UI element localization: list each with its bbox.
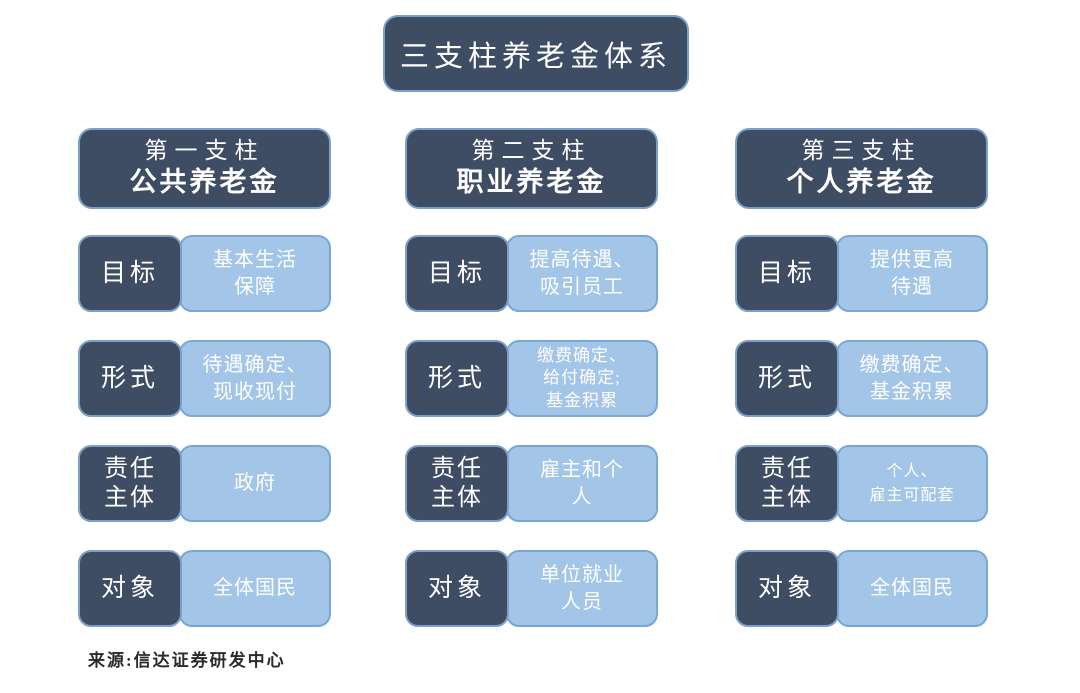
row-label-form: 形式 bbox=[405, 340, 509, 417]
pillar-2-header-line1: 第二支柱 bbox=[471, 138, 592, 164]
table-row: 形式 待遇确定、 现收现付 bbox=[78, 340, 331, 417]
pillar-3-header: 第三支柱 个人养老金 bbox=[735, 128, 988, 209]
table-row: 对象 全体国民 bbox=[78, 550, 331, 627]
row-value-goal: 基本生活 保障 bbox=[179, 235, 331, 312]
pillar-2-rows: 目标 提高待遇、 吸引员工 形式 缴费确定、 给付确定; 基金积累 责任 主体 … bbox=[405, 235, 658, 627]
table-row: 目标 提供更高 待遇 bbox=[735, 235, 988, 312]
table-row: 对象 全体国民 bbox=[735, 550, 988, 627]
row-value-responsible: 雇主和个 人 bbox=[506, 445, 658, 522]
pillar-column-2: 第二支柱 职业养老金 目标 提高待遇、 吸引员工 形式 缴费确定、 给付确定; … bbox=[405, 128, 658, 627]
row-label-responsible: 责任 主体 bbox=[735, 445, 839, 522]
table-row: 目标 基本生活 保障 bbox=[78, 235, 331, 312]
pillar-2-header: 第二支柱 职业养老金 bbox=[405, 128, 658, 209]
table-row: 形式 缴费确定、 给付确定; 基金积累 bbox=[405, 340, 658, 417]
pillar-1-header-line2: 公共养老金 bbox=[129, 167, 280, 197]
row-label-responsible: 责任 主体 bbox=[405, 445, 509, 522]
row-label-responsible: 责任 主体 bbox=[78, 445, 182, 522]
row-label-target: 对象 bbox=[735, 550, 839, 627]
row-value-goal: 提高待遇、 吸引员工 bbox=[506, 235, 658, 312]
row-value-target: 全体国民 bbox=[179, 550, 331, 627]
pillar-1-rows: 目标 基本生活 保障 形式 待遇确定、 现收现付 责任 主体 政府 对象 全体国… bbox=[78, 235, 331, 627]
pillar-3-header-line1: 第三支柱 bbox=[801, 138, 922, 164]
source-note: 来源:信达证券研发中心 bbox=[88, 651, 286, 670]
row-label-form: 形式 bbox=[735, 340, 839, 417]
table-row: 责任 主体 雇主和个 人 bbox=[405, 445, 658, 522]
pillar-column-1: 第一支柱 公共养老金 目标 基本生活 保障 形式 待遇确定、 现收现付 责任 主… bbox=[78, 128, 331, 627]
pillar-2-header-line2: 职业养老金 bbox=[456, 167, 607, 197]
row-label-goal: 目标 bbox=[405, 235, 509, 312]
row-value-form: 缴费确定、 给付确定; 基金积累 bbox=[506, 340, 658, 417]
pillar-1-header-line1: 第一支柱 bbox=[144, 138, 265, 164]
table-row: 责任 主体 个人、 雇主可配套 bbox=[735, 445, 988, 522]
row-label-form: 形式 bbox=[78, 340, 182, 417]
row-value-target: 单位就业 人员 bbox=[506, 550, 658, 627]
row-value-goal: 提供更高 待遇 bbox=[836, 235, 988, 312]
table-row: 形式 缴费确定、 基金积累 bbox=[735, 340, 988, 417]
row-value-form: 缴费确定、 基金积累 bbox=[836, 340, 988, 417]
row-label-goal: 目标 bbox=[735, 235, 839, 312]
table-row: 目标 提高待遇、 吸引员工 bbox=[405, 235, 658, 312]
row-label-target: 对象 bbox=[405, 550, 509, 627]
diagram-title: 三支柱养老金体系 bbox=[399, 40, 672, 73]
row-value-responsible: 个人、 雇主可配套 bbox=[836, 445, 988, 522]
pillar-column-3: 第三支柱 个人养老金 目标 提供更高 待遇 形式 缴费确定、 基金积累 责任 主… bbox=[735, 128, 988, 627]
diagram-title-box: 三支柱养老金体系 bbox=[383, 15, 689, 92]
pillar-1-header: 第一支柱 公共养老金 bbox=[78, 128, 331, 209]
table-row: 对象 单位就业 人员 bbox=[405, 550, 658, 627]
table-row: 责任 主体 政府 bbox=[78, 445, 331, 522]
row-value-target: 全体国民 bbox=[836, 550, 988, 627]
row-label-goal: 目标 bbox=[78, 235, 182, 312]
pillar-3-rows: 目标 提供更高 待遇 形式 缴费确定、 基金积累 责任 主体 个人、 雇主可配套… bbox=[735, 235, 988, 627]
pillar-3-header-line2: 个人养老金 bbox=[786, 167, 937, 197]
row-label-target: 对象 bbox=[78, 550, 182, 627]
row-value-responsible: 政府 bbox=[179, 445, 331, 522]
row-value-form: 待遇确定、 现收现付 bbox=[179, 340, 331, 417]
